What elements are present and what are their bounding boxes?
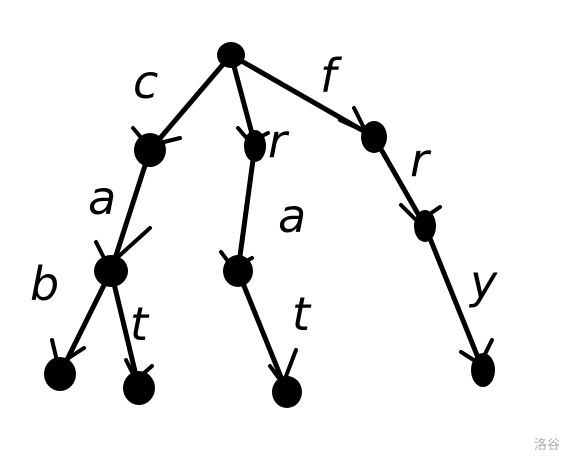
edge-a-t-left bbox=[108, 268, 142, 391]
node-rat bbox=[272, 376, 302, 408]
label-f: f bbox=[320, 49, 342, 103]
label-r-right: r bbox=[410, 133, 432, 187]
arrowhead-f bbox=[338, 106, 368, 134]
node-fr bbox=[414, 210, 436, 242]
label-t-middle: t bbox=[292, 287, 312, 341]
nodes bbox=[44, 42, 495, 408]
node-r bbox=[244, 130, 266, 162]
label-c: c bbox=[133, 55, 158, 109]
edge-r-y bbox=[422, 223, 486, 373]
label-r: r bbox=[268, 114, 290, 168]
label-a-left: a bbox=[88, 171, 116, 225]
node-fry bbox=[471, 353, 495, 387]
label-b: b bbox=[30, 257, 59, 311]
node-root bbox=[217, 42, 245, 68]
node-f bbox=[361, 121, 387, 153]
node-cab bbox=[44, 357, 76, 391]
edge-c-a bbox=[108, 147, 153, 274]
node-c bbox=[134, 133, 166, 167]
label-t-left: t bbox=[130, 297, 150, 351]
edge-r-a bbox=[235, 142, 258, 274]
edge-f-r bbox=[371, 134, 428, 229]
edge-labels: c r f a a r b t t y bbox=[30, 49, 498, 351]
node-ra bbox=[223, 255, 253, 287]
node-ca bbox=[94, 255, 128, 287]
label-a-middle: a bbox=[278, 189, 306, 243]
node-cat bbox=[123, 371, 155, 405]
label-y: y bbox=[468, 255, 498, 309]
edge-root-c bbox=[147, 52, 234, 153]
watermark: 洛谷 bbox=[533, 438, 560, 453]
edge-a-t-middle bbox=[235, 268, 290, 395]
edges bbox=[57, 52, 486, 395]
edge-root-r bbox=[228, 52, 258, 148]
